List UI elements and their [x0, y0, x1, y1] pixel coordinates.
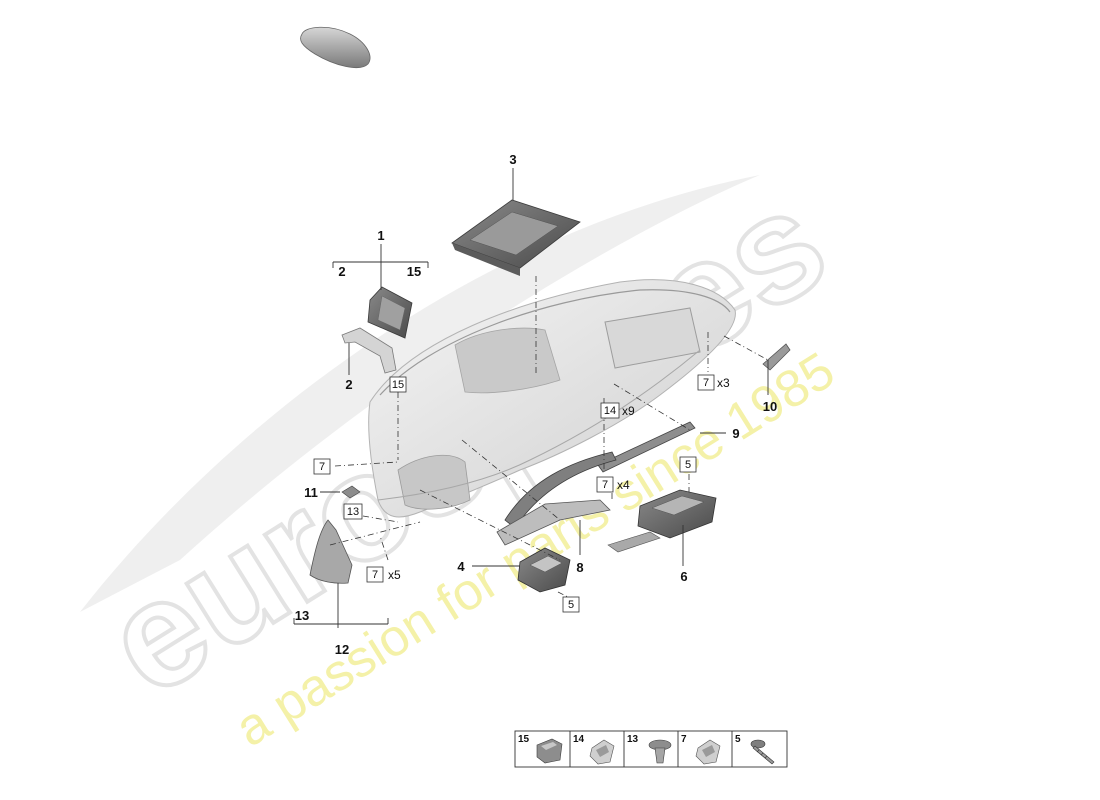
callout-1: 1: [377, 228, 384, 243]
svg-text:14: 14: [573, 734, 585, 745]
svg-text:7: 7: [681, 734, 687, 745]
expanding-rivet-icon: [648, 739, 672, 764]
reference-lines: [329, 276, 769, 599]
glovebox-opening: [604, 307, 701, 369]
leader-lines: [293, 168, 769, 628]
svg-text:5: 5: [735, 734, 741, 745]
svg-text:5: 5: [685, 459, 691, 471]
svg-text:15: 15: [392, 379, 404, 391]
svg-text:7: 7: [319, 461, 325, 473]
callout-3: 3: [509, 152, 516, 167]
callout-6: 6: [680, 569, 687, 584]
boxed-label-15: 15: [389, 376, 407, 393]
part-6-lower-vent: [607, 489, 717, 553]
spring-clip-icon: [589, 739, 615, 765]
svg-text:x4: x4: [617, 478, 630, 492]
boxed-label-7-left: 7: [313, 458, 331, 475]
svg-text:7: 7: [602, 479, 608, 491]
boxed-label-5-bottom: 5: [562, 596, 580, 613]
boxed-label-7-x5: 7 x5: [366, 566, 401, 583]
clip-block-icon: [536, 738, 563, 764]
boxed-label-14-x9: 14 x9: [600, 402, 635, 419]
callout-8: 8: [576, 560, 583, 575]
callout-10: 10: [763, 399, 777, 414]
watermark-swoosh: [80, 175, 760, 612]
callout-1-range-start: 2: [338, 264, 345, 279]
part-11-small-clip: [341, 485, 361, 499]
callout-2: 2: [345, 377, 352, 392]
legend-item-5: 5: [735, 734, 775, 765]
callout-11: 11: [304, 485, 318, 500]
callout-12: 12: [335, 642, 349, 657]
svg-text:x9: x9: [622, 404, 635, 418]
part-4-vent-box: [517, 547, 571, 593]
part-8-lower-bracket: [496, 499, 611, 546]
fastener-legend: 15 14 13 7: [514, 730, 788, 768]
legend-item-14: 14: [573, 734, 615, 765]
svg-text:13: 13: [347, 506, 359, 518]
spring-clip-icon: [695, 739, 721, 765]
dashboard-top-edge: [379, 289, 731, 396]
svg-text:7: 7: [372, 569, 378, 581]
boxed-label-13: 13: [343, 503, 363, 520]
boxed-labels: 15 7 13 7 x5 14 x9 7 x4 7 x3: [313, 374, 730, 613]
svg-text:14: 14: [604, 405, 616, 417]
callout-1-range-end: 15: [407, 264, 421, 279]
callout-13: 13: [295, 608, 309, 623]
part-3-top-panel: [451, 199, 581, 276]
svg-text:15: 15: [518, 734, 530, 745]
svg-text:5: 5: [568, 599, 574, 611]
svg-text:7: 7: [703, 377, 709, 389]
dashboard-assembly: [368, 279, 736, 518]
part-9-crossmember: [597, 421, 696, 473]
center-console-recess: [454, 327, 561, 394]
pebble-trim-part: [300, 26, 371, 68]
steering-column-opening: [397, 455, 471, 510]
boxed-label-5-right: 5: [679, 456, 697, 473]
svg-text:13: 13: [627, 734, 639, 745]
svg-text:x3: x3: [717, 376, 730, 390]
legend-item-13: 13: [627, 734, 672, 764]
boxed-label-7-x3: 7 x3: [697, 374, 730, 391]
legend-item-7: 7: [681, 734, 721, 765]
callout-9: 9: [732, 426, 739, 441]
legend-item-15: 15: [518, 734, 563, 764]
part-1-left-vent: [367, 286, 413, 339]
boxed-label-7-x4: 7 x4: [596, 476, 630, 493]
part-12-end-cap: [309, 519, 353, 584]
svg-text:x5: x5: [388, 568, 401, 582]
part-2-vent-frame: [341, 327, 397, 374]
callouts: 3 1 2 15 2 10 9 11 4 8 6 13 12: [295, 152, 777, 657]
screw-icon: [750, 739, 775, 765]
callout-4: 4: [457, 559, 465, 574]
